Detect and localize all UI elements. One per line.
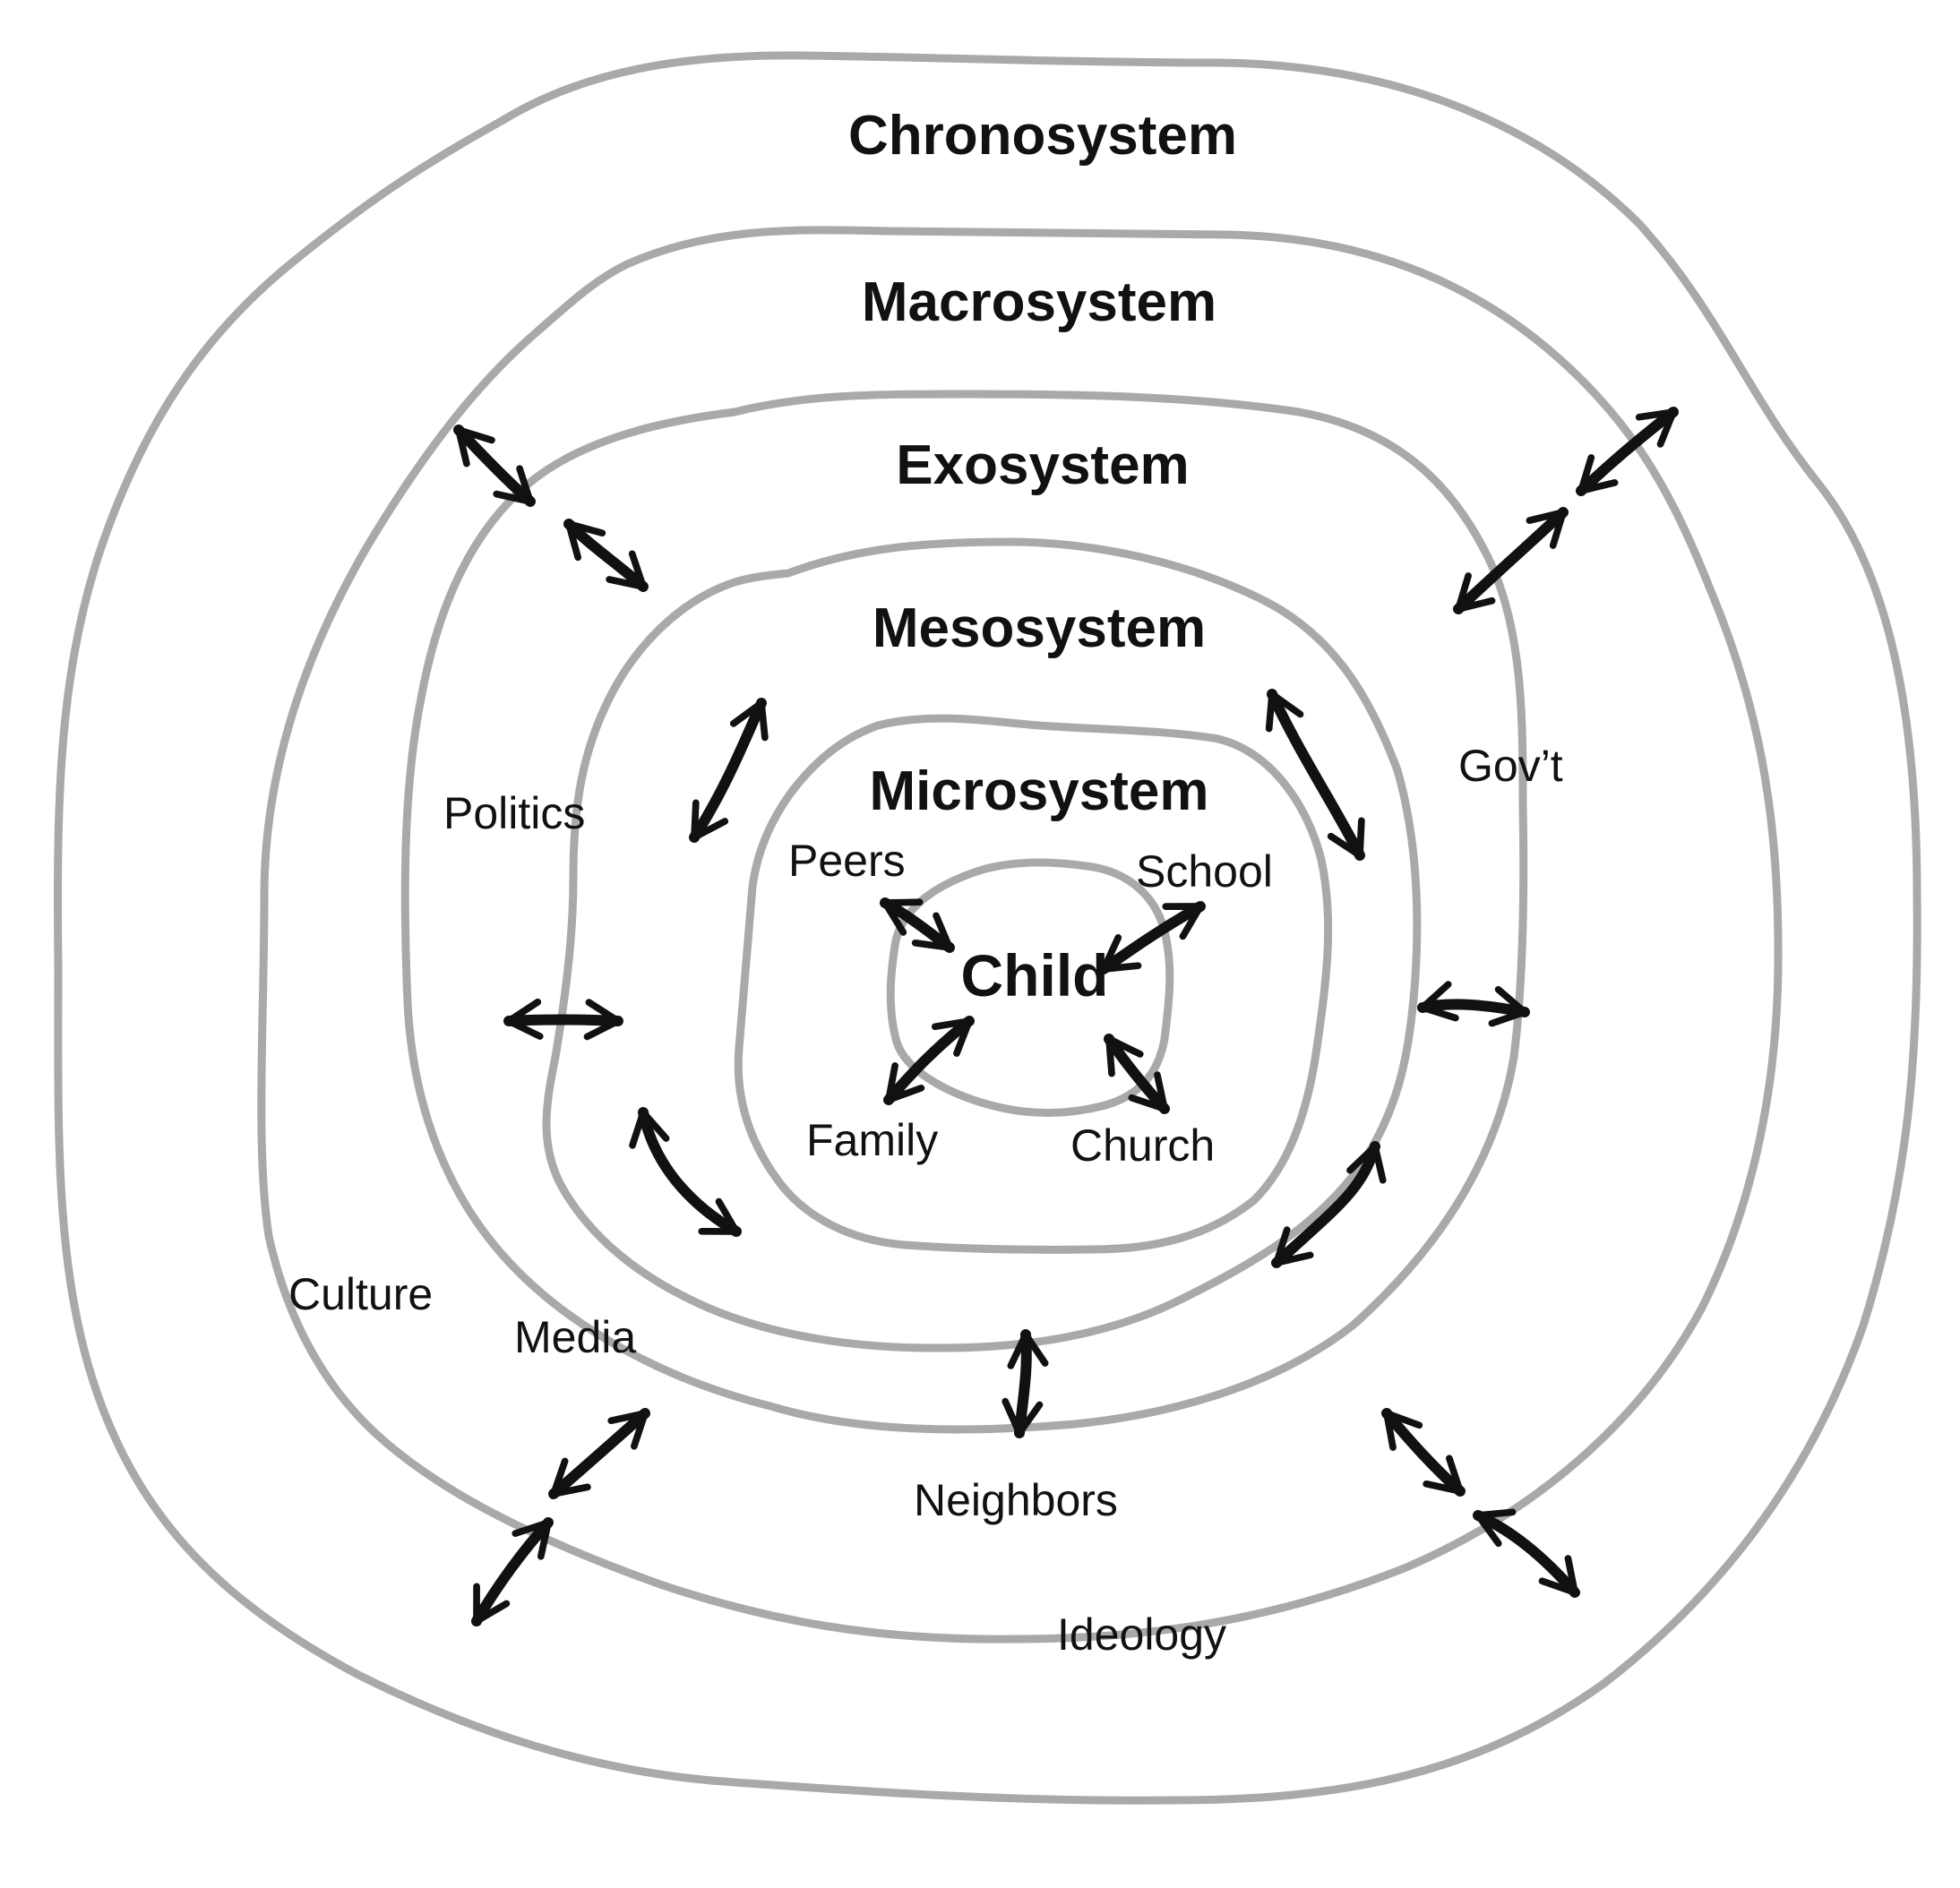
macrosystem-label: Macrosystem [862, 271, 1216, 333]
media-label: Media [514, 1312, 636, 1362]
arrow-meso-lower-left [629, 1107, 742, 1237]
arrow-meso-upper-left [689, 698, 769, 843]
exosystem-label: Exosystem [896, 434, 1189, 496]
arrow-macro-upper-left [453, 425, 536, 507]
arrow-meso-bottom [1001, 1329, 1049, 1438]
child-label: Child [961, 942, 1109, 1008]
arrows [453, 407, 1679, 1626]
arrow-macro-lower-left [471, 1517, 554, 1626]
school-label: School [1136, 846, 1273, 897]
arrow-meso-lower-right [1271, 1141, 1387, 1268]
mesosystem-ring [542, 537, 1422, 1352]
microsystem-label: Microsystem [869, 760, 1208, 822]
arrow-meso-upper-right [1265, 689, 1365, 861]
child-ring [886, 858, 1174, 1117]
arrow-meso-left [503, 998, 623, 1041]
arrow-exo-upper-right [1453, 507, 1569, 614]
macrosystem-ring [257, 226, 1783, 1643]
culture-label: Culture [288, 1269, 433, 1319]
ideology-label: Ideology [1057, 1609, 1226, 1660]
politics-label: Politics [443, 788, 585, 838]
govt-label: Gov’t [1458, 741, 1563, 791]
arrow-exo-upper-left [563, 519, 649, 592]
arrow-exo-lower-right [1381, 1408, 1466, 1497]
family-label: Family [806, 1115, 938, 1165]
arrow-peers-child [880, 897, 955, 953]
arrow-macro-lower-right [1473, 1508, 1580, 1598]
arrow-school-child [1098, 901, 1206, 974]
peers-label: Peers [788, 836, 906, 886]
mesosystem-label: Mesosystem [873, 597, 1206, 659]
chronosystem-label: Chronosystem [848, 105, 1237, 167]
exosystem-ring [400, 390, 1528, 1434]
neighbors-label: Neighbors [914, 1475, 1118, 1525]
arrow-family-child [883, 1016, 975, 1105]
arrow-meso-right [1417, 981, 1530, 1027]
arrow-church-child [1104, 1034, 1170, 1114]
microsystem-ring [734, 714, 1333, 1254]
arrow-macro-upper-right [1576, 407, 1679, 496]
arrow-exo-lower-left [548, 1408, 650, 1499]
church-label: Church [1070, 1120, 1215, 1171]
chronosystem-ring [54, 51, 1921, 1805]
